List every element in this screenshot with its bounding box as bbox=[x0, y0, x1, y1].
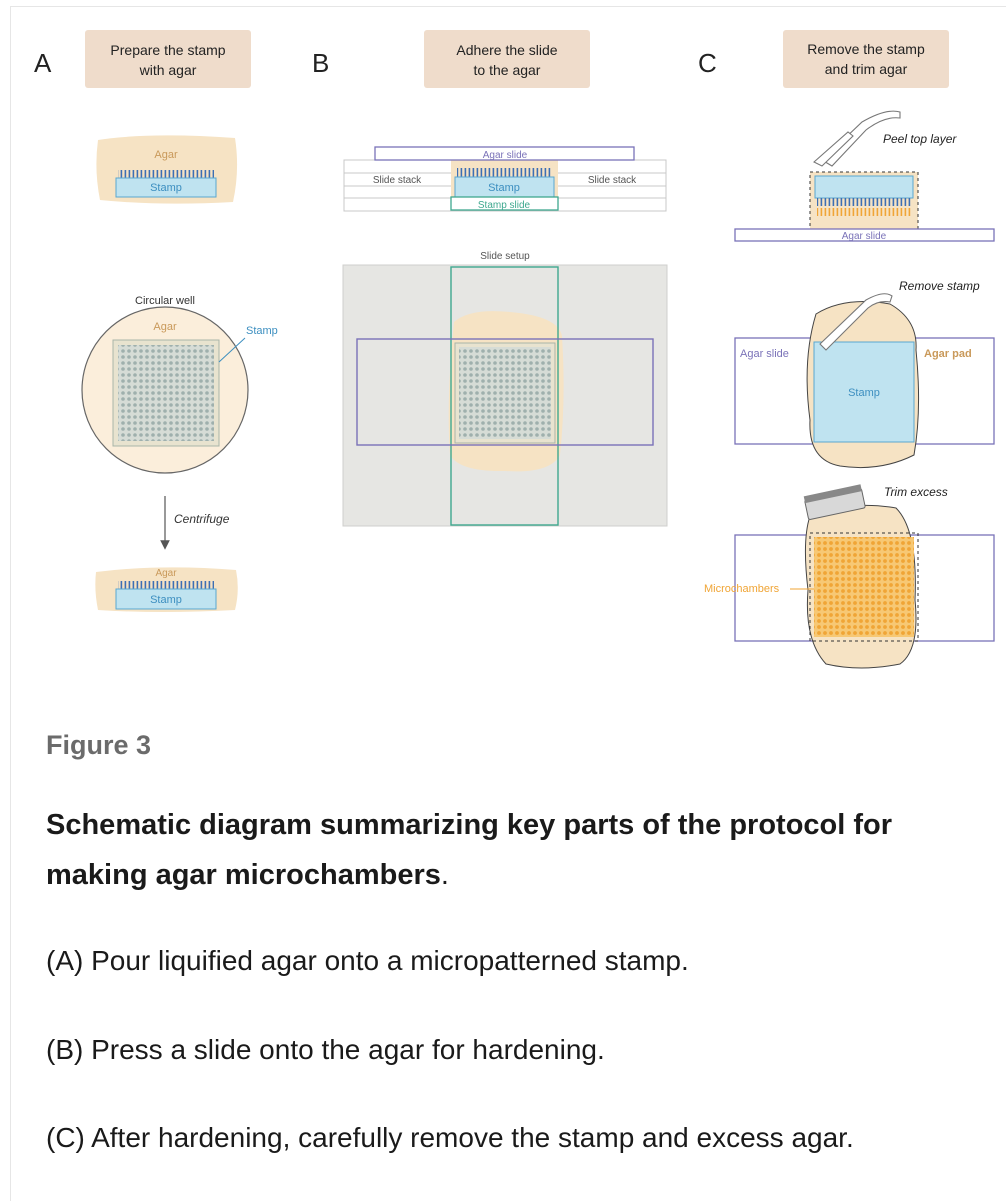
figure-label: Figure 3 bbox=[46, 730, 152, 760]
stamp-peeling bbox=[814, 175, 914, 199]
microchamber-teeth-peel bbox=[817, 208, 911, 216]
stamp-c-mid bbox=[813, 341, 915, 443]
panel-c: C Remove the stamp and trim agar Peel to… bbox=[698, 30, 995, 669]
figure-frame bbox=[10, 6, 1006, 1201]
stamp-grid-well bbox=[118, 345, 214, 441]
panel-a-header-box bbox=[85, 30, 251, 88]
agar-slide-c-mid-label: Agar slide bbox=[740, 348, 789, 360]
stamp-teeth-side bbox=[457, 168, 552, 177]
stamp-grid-top-view bbox=[459, 347, 551, 439]
panel-b-title-line2: to the agar bbox=[474, 62, 541, 78]
caption-line-c: (C) After hardening, carefully remove th… bbox=[46, 1122, 854, 1153]
panel-a-title-line1: Prepare the stamp bbox=[110, 42, 225, 58]
microchambers-grid bbox=[814, 537, 914, 637]
panel-b-title-line1: Adhere the slide bbox=[456, 42, 557, 58]
stamp-slide-top-view bbox=[450, 266, 559, 526]
agar-slide-top-view bbox=[356, 338, 654, 446]
remove-stamp-label: Remove stamp bbox=[899, 279, 980, 293]
stamp-label-top: Stamp bbox=[150, 182, 182, 194]
stamp-slide-label: Stamp slide bbox=[478, 200, 531, 211]
tweezers-peel bbox=[821, 110, 901, 167]
panel-b-header-box bbox=[424, 30, 590, 88]
razor-blade-spine bbox=[803, 484, 862, 504]
tweezers-peel-arm bbox=[813, 131, 854, 167]
agar-pad-label: Agar pad bbox=[924, 348, 972, 360]
agar-slide-side bbox=[374, 146, 635, 161]
panel-a-title-line2: with agar bbox=[139, 62, 197, 78]
figure-diagram: A Prepare the stamp with agar Agar Stamp… bbox=[34, 30, 995, 669]
panel-c-title-line1: Remove the stamp bbox=[807, 41, 925, 57]
slide-setup-label: Slide setup bbox=[480, 251, 530, 262]
stamp-teeth-peel bbox=[817, 198, 911, 206]
circular-well-label: Circular well bbox=[135, 295, 195, 307]
stamp-slide-side bbox=[450, 196, 559, 211]
caption-line-b: (B) Press a slide onto the agar for hard… bbox=[46, 1034, 605, 1065]
stamp-callout-line bbox=[218, 337, 246, 363]
panel-a: A Prepare the stamp with agar Agar Stamp… bbox=[34, 30, 278, 612]
panel-c-header-box bbox=[783, 30, 949, 88]
agar-slide-c-top bbox=[734, 228, 995, 242]
stamp-top bbox=[115, 177, 217, 198]
peel-top-layer-label: Peel top layer bbox=[883, 132, 957, 146]
panel-b-letter: B bbox=[312, 48, 329, 78]
slide-stack-right-label: Slide stack bbox=[588, 175, 637, 186]
agar-slide-side-label: Agar slide bbox=[483, 150, 528, 161]
stamp-bottom bbox=[115, 588, 217, 610]
stamp-teeth-bottom bbox=[118, 581, 214, 590]
figure-title-end: . bbox=[440, 859, 449, 891]
trim-excess-label: Trim excess bbox=[884, 485, 948, 499]
agar-label-bottom: Agar bbox=[155, 568, 177, 579]
panel-c-letter: C bbox=[698, 48, 717, 78]
microchambers-label: Microchambers bbox=[704, 583, 780, 595]
centrifuge-label: Centrifuge bbox=[174, 512, 230, 526]
figure-title: Schematic diagram summarizing key parts … bbox=[46, 800, 976, 900]
agar-label-well: Agar bbox=[153, 321, 177, 333]
stamp-callout-label: Stamp bbox=[246, 325, 278, 337]
stamp-label-bottom: Stamp bbox=[150, 594, 182, 606]
panel-c-title-line2: and trim agar bbox=[825, 61, 908, 77]
panel-a-letter: A bbox=[34, 48, 52, 78]
caption-line-a: (A) Pour liquified agar onto a micropatt… bbox=[46, 945, 689, 976]
agar-label-top: Agar bbox=[154, 149, 178, 161]
stamp-side-label: Stamp bbox=[488, 182, 520, 194]
stamp-teeth-top bbox=[118, 170, 214, 178]
panel-b: B Adhere the slide to the agar Agar slid… bbox=[312, 30, 668, 527]
figure-title-bold: Schematic diagram summarizing key parts … bbox=[46, 809, 893, 891]
tweezers-remove bbox=[819, 293, 893, 351]
agar-slide-c-top-label: Agar slide bbox=[842, 231, 887, 242]
trim-dashed-outline bbox=[809, 532, 919, 642]
slide-stack-left-label: Slide stack bbox=[373, 175, 422, 186]
stamp-c-mid-label: Stamp bbox=[848, 387, 880, 399]
